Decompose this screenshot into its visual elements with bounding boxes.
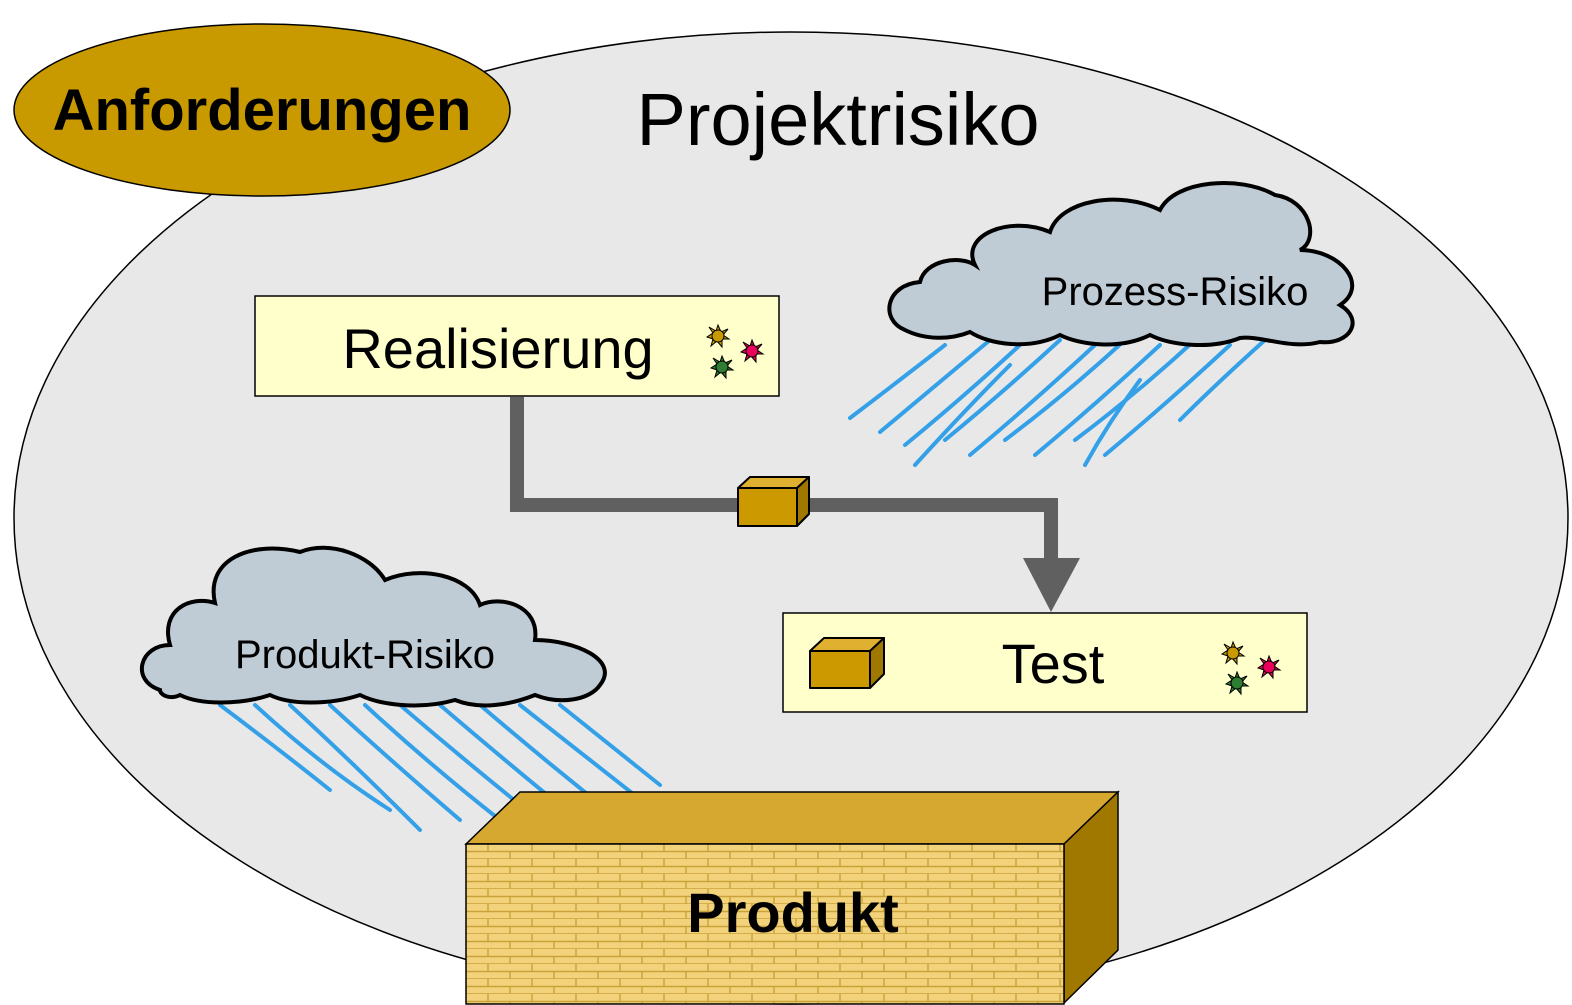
wall-front xyxy=(465,843,1065,1005)
product-label: Produkt xyxy=(687,881,899,944)
test-box: Test xyxy=(782,612,1308,713)
realization-label: Realisierung xyxy=(342,317,653,380)
page-title: Projektrisiko xyxy=(637,78,1040,161)
process-risk-label: Prozess-Risiko xyxy=(1042,270,1309,314)
arrow-head-icon xyxy=(1023,558,1080,612)
product-risk-label: Produkt-Risiko xyxy=(235,633,495,677)
realization-box: Realisierung xyxy=(254,295,780,397)
wall-top xyxy=(464,791,1120,845)
process-risk-cloud: Prozess-Risiko xyxy=(848,181,1355,467)
requirements-ellipse xyxy=(13,23,511,197)
rain-icon xyxy=(848,338,1267,467)
rain-cloud-icon xyxy=(139,545,607,708)
rain-cloud-icon xyxy=(887,181,1355,348)
product-wall: Produkt xyxy=(464,790,1120,1005)
requirements-label: Anforderungen xyxy=(53,78,472,143)
package-box-icon xyxy=(737,476,810,527)
test-label: Test xyxy=(1002,632,1105,695)
package-box-icon xyxy=(809,637,885,689)
